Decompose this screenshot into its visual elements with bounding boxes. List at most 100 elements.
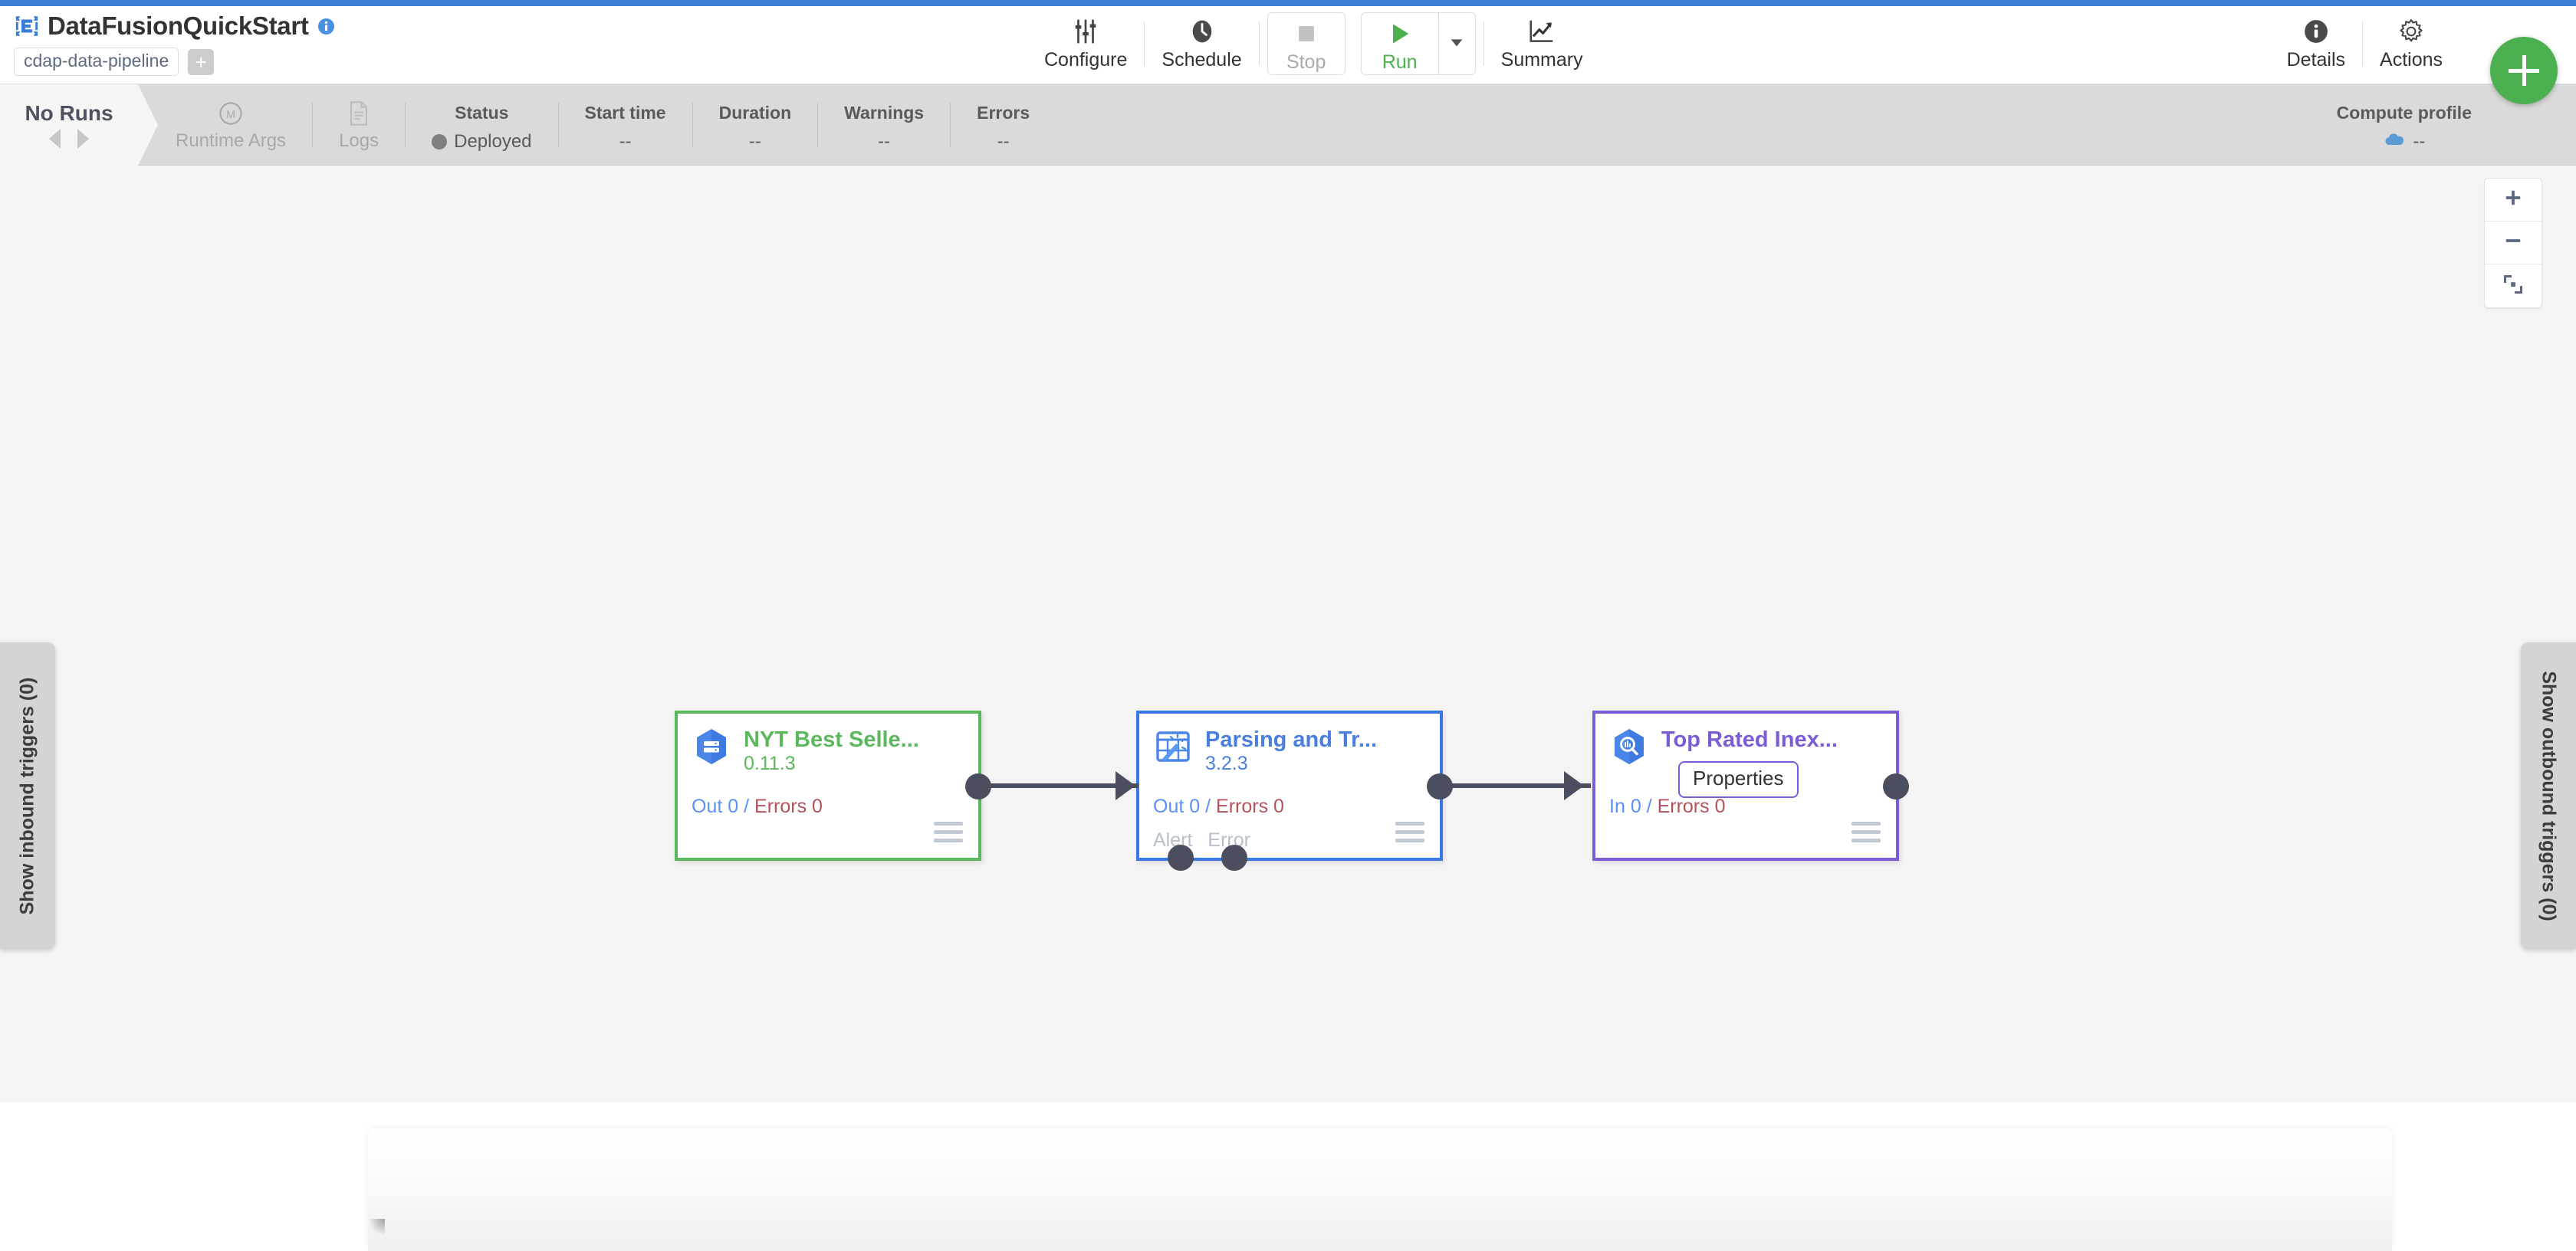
- logs-button[interactable]: Logs: [313, 84, 405, 166]
- pipeline-node-wrangler[interactable]: Parsing and Tr... 3.2.3 Out 0 / Errors 0…: [1136, 711, 1453, 871]
- node-titles: Parsing and Tr... 3.2.3: [1205, 727, 1377, 773]
- status-badge: Deployed: [432, 131, 532, 153]
- sliders-icon: [1071, 15, 1100, 48]
- title-row: DataFusionQuickStart: [14, 9, 335, 43]
- outbound-triggers-label: Show outbound triggers (0): [2538, 670, 2560, 921]
- runtime-args-button[interactable]: M Runtime Args: [150, 84, 312, 166]
- info-circle-icon[interactable]: [317, 18, 335, 35]
- run-status-bar: No Runs M Runtime Args: [0, 84, 2576, 166]
- meta-row: cdap-data-pipeline +: [14, 48, 335, 77]
- node-header: NYT Best Selle... 0.11.3: [678, 714, 978, 773]
- macro-circle-icon: M: [218, 98, 244, 129]
- status-divider-4: [692, 103, 693, 147]
- details-label: Details: [2286, 49, 2346, 71]
- status-value: Deployed: [454, 131, 532, 152]
- runs-navigation: [49, 129, 89, 149]
- toolbar-divider-4: [2362, 21, 2364, 66]
- pipeline-node-source[interactable]: NYT Best Selle... 0.11.3 Out 0 / Errors …: [675, 711, 991, 861]
- node-header: Top Rated Inex...: [1595, 714, 1896, 767]
- document-icon: [347, 98, 370, 129]
- node-output-port[interactable]: [1427, 773, 1453, 800]
- node-name: Top Rated Inex...: [1661, 727, 1838, 752]
- fit-to-screen-button[interactable]: [2485, 264, 2542, 307]
- pipeline-node-sink[interactable]: Top Rated Inex... Properties In 0 / Erro…: [1592, 711, 1909, 861]
- status-field: Status Deployed: [406, 84, 557, 166]
- stop-square-icon: [1293, 18, 1319, 50]
- run-button-box[interactable]: Run: [1360, 12, 1476, 75]
- plus-icon: [2502, 187, 2524, 212]
- schedule-label: Schedule: [1162, 49, 1242, 71]
- bigquery-sink-icon: [1609, 727, 1649, 767]
- node-titles: NYT Best Selle... 0.11.3: [744, 727, 919, 773]
- errors-value: --: [997, 131, 1010, 152]
- node-errors-label: Errors: [1657, 796, 1710, 817]
- runs-tab[interactable]: No Runs: [0, 84, 158, 166]
- compute-profile-field[interactable]: Compute profile --: [2337, 84, 2472, 166]
- warnings-field: Warnings --: [818, 84, 950, 166]
- inbound-triggers-panel[interactable]: Show inbound triggers (0): [0, 642, 55, 949]
- edge-source-to-wrangler: [985, 783, 1138, 788]
- node-menu-icon[interactable]: [1395, 822, 1424, 842]
- node-name: NYT Best Selle...: [744, 727, 919, 752]
- start-time-field: Start time --: [559, 84, 692, 166]
- status-dot-icon: [432, 134, 448, 149]
- errors-header: Errors: [977, 102, 1030, 123]
- node-alert-port[interactable]: [1168, 845, 1194, 871]
- zoom-in-button[interactable]: [2485, 179, 2542, 222]
- minus-icon: [2502, 230, 2524, 255]
- artifact-type-chip[interactable]: cdap-data-pipeline: [14, 48, 179, 77]
- node-version: 0.11.3: [744, 753, 796, 775]
- page-title: DataFusionQuickStart: [48, 11, 309, 40]
- schedule-button[interactable]: Schedule: [1145, 11, 1258, 71]
- node-output-port[interactable]: [1883, 773, 1909, 800]
- runs-count-label: No Runs: [25, 101, 113, 125]
- node-version: 3.2.3: [1205, 753, 1248, 775]
- node-menu-icon[interactable]: [1852, 822, 1881, 842]
- add-tag-button[interactable]: +: [188, 48, 215, 75]
- node-errors-value: 0: [1714, 796, 1726, 817]
- node-header: Parsing and Tr... 3.2.3: [1139, 714, 1440, 773]
- node-out-label: Out: [692, 796, 723, 817]
- details-button[interactable]: Details: [2270, 11, 2362, 71]
- node-error-port[interactable]: [1221, 845, 1247, 871]
- toolbar-divider-2: [1258, 21, 1260, 66]
- bottom-drawer-corner: [368, 1219, 385, 1236]
- play-triangle-icon: [1386, 18, 1414, 50]
- node-menu-icon[interactable]: [934, 822, 963, 842]
- node-in-label: In: [1609, 796, 1625, 817]
- start-time-header: Start time: [584, 102, 666, 123]
- triangle-left-icon[interactable]: [49, 129, 61, 149]
- run-dropdown-button[interactable]: [1438, 13, 1475, 74]
- errors-field: Errors --: [951, 84, 1056, 166]
- node-out-value: 0: [728, 796, 739, 817]
- triangle-right-icon[interactable]: [77, 129, 89, 149]
- stop-button[interactable]: Stop: [1268, 13, 1345, 74]
- info-filled-icon: [2303, 15, 2329, 48]
- edge-arrow-2: [1564, 771, 1584, 800]
- compute-profile-value-row: --: [2383, 131, 2425, 153]
- zoom-out-button[interactable]: [2485, 222, 2542, 264]
- duration-field: Duration --: [693, 84, 818, 166]
- summary-button[interactable]: Summary: [1484, 11, 1600, 71]
- actions-button[interactable]: Actions: [2363, 11, 2459, 71]
- node-metric-separator: /: [1646, 796, 1652, 817]
- cloud-icon: [2383, 131, 2406, 153]
- run-button[interactable]: Run: [1362, 13, 1438, 74]
- pipeline-canvas[interactable]: Show inbound triggers (0) Show outbound …: [0, 166, 2576, 1102]
- node-output-port[interactable]: [965, 773, 991, 800]
- add-node-fab[interactable]: [2490, 37, 2558, 104]
- bottom-drawer-panel[interactable]: [368, 1128, 2392, 1251]
- stop-button-box[interactable]: Stop: [1267, 12, 1346, 75]
- node-errors-value: 0: [812, 796, 823, 817]
- status-divider-1: [312, 103, 314, 147]
- duration-value: --: [748, 131, 761, 152]
- inbound-triggers-label: Show inbound triggers (0): [16, 677, 38, 914]
- node-in-value: 0: [1630, 796, 1641, 817]
- outbound-triggers-panel[interactable]: Show outbound triggers (0): [2521, 642, 2576, 949]
- node-name: Parsing and Tr...: [1205, 727, 1378, 752]
- node-metric-separator: /: [744, 796, 750, 817]
- properties-tooltip[interactable]: Properties: [1678, 761, 1799, 798]
- configure-button[interactable]: Configure: [1027, 11, 1144, 71]
- warnings-value: --: [878, 131, 891, 152]
- app-header: DataFusionQuickStart cdap-data-pipeline …: [0, 6, 2576, 104]
